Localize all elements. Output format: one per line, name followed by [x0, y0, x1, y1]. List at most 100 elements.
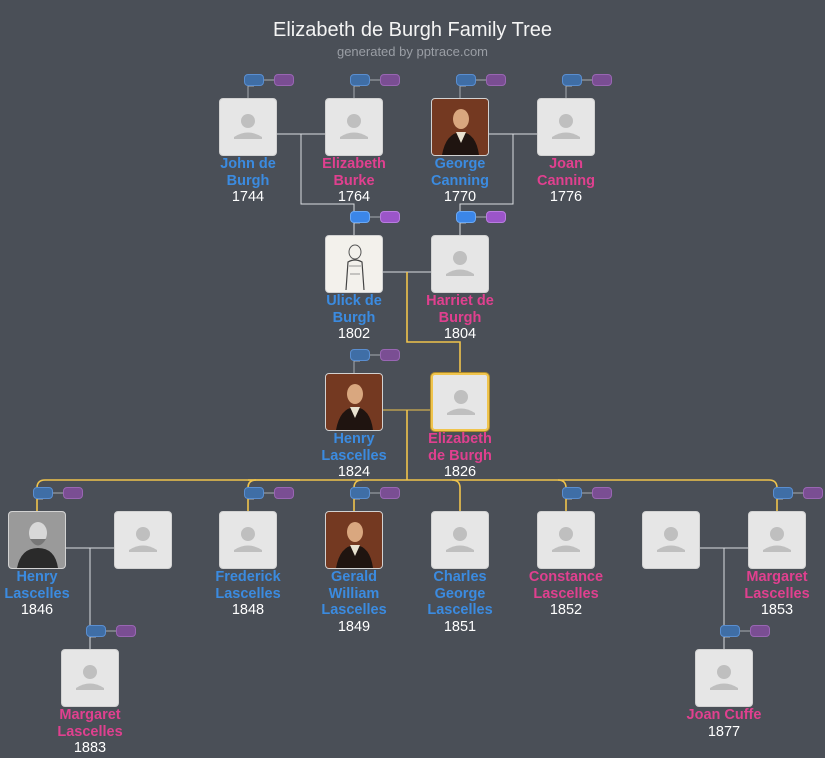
- father-toggle[interactable]: [244, 74, 264, 86]
- person-name[interactable]: John de: [220, 156, 276, 172]
- person-card[interactable]: [748, 511, 806, 569]
- person-name[interactable]: Lascelles: [321, 602, 387, 618]
- toggle-connector: [353, 354, 380, 373]
- birth-year: 1804: [443, 326, 477, 342]
- person-card[interactable]: [695, 649, 753, 707]
- mother-toggle[interactable]: [592, 487, 612, 499]
- person-card[interactable]: [431, 511, 489, 569]
- mother-toggle[interactable]: [592, 74, 612, 86]
- person-card[interactable]: [219, 98, 277, 156]
- father-toggle[interactable]: [350, 74, 370, 86]
- avatar-placeholder-icon: [432, 236, 488, 292]
- lineage-link: [451, 479, 461, 511]
- mother-toggle[interactable]: [380, 349, 400, 361]
- mother-toggle[interactable]: [63, 487, 83, 499]
- father-toggle[interactable]: [350, 211, 370, 223]
- birth-year: 1802: [337, 326, 371, 342]
- person-name[interactable]: Lascelles: [4, 585, 70, 602]
- person-name[interactable]: Constance: [528, 569, 604, 585]
- birth-year: 1764: [337, 189, 371, 205]
- person-name[interactable]: Charles: [433, 569, 487, 585]
- father-toggle[interactable]: [456, 74, 476, 86]
- father-toggle[interactable]: [86, 625, 106, 637]
- person-name[interactable]: Ulick de: [326, 293, 382, 309]
- person-name[interactable]: Lascelles: [744, 585, 810, 602]
- mother-toggle[interactable]: [274, 487, 294, 499]
- person-name[interactable]: Burke: [333, 172, 375, 189]
- person-name[interactable]: Gerald: [331, 569, 377, 585]
- father-toggle[interactable]: [350, 487, 370, 499]
- person-name[interactable]: Margaret: [59, 707, 121, 723]
- person-card[interactable]: [61, 649, 119, 707]
- person-name[interactable]: Elizabeth: [322, 156, 386, 172]
- father-toggle[interactable]: [33, 487, 53, 499]
- mother-toggle[interactable]: [274, 74, 294, 86]
- person-name[interactable]: Harriet de: [426, 293, 494, 309]
- mother-toggle[interactable]: [116, 625, 136, 637]
- avatar-placeholder-icon: [220, 99, 276, 155]
- person-name[interactable]: Lascelles: [533, 585, 599, 602]
- person-name[interactable]: Canning: [537, 172, 595, 189]
- person-name[interactable]: Joan Cuffe: [686, 707, 762, 723]
- avatar-placeholder-icon: [115, 512, 171, 568]
- person-name[interactable]: Lascelles: [427, 602, 493, 618]
- person-card[interactable]: [431, 235, 489, 293]
- person-card[interactable]: [431, 98, 489, 156]
- person-name[interactable]: George: [434, 156, 486, 172]
- mother-toggle[interactable]: [380, 211, 400, 223]
- person-card[interactable]: [219, 511, 277, 569]
- person-name[interactable]: Burgh: [438, 309, 482, 326]
- person-card[interactable]: [114, 511, 172, 569]
- person-name[interactable]: Lascelles: [321, 447, 387, 464]
- avatar-photo: [432, 99, 488, 155]
- person-name[interactable]: Lascelles: [57, 723, 123, 740]
- person-name[interactable]: Henry: [333, 431, 375, 447]
- person-card[interactable]: [325, 235, 383, 293]
- father-toggle[interactable]: [456, 211, 476, 223]
- birth-year: 1826: [443, 464, 477, 480]
- avatar-placeholder-icon: [749, 512, 805, 568]
- father-toggle[interactable]: [773, 487, 793, 499]
- person-card[interactable]: [325, 373, 383, 431]
- person-name[interactable]: Frederick: [215, 569, 281, 585]
- mother-toggle[interactable]: [486, 211, 506, 223]
- avatar-photo: [326, 236, 382, 292]
- father-toggle[interactable]: [562, 74, 582, 86]
- person-card[interactable]: [537, 98, 595, 156]
- person-name[interactable]: George: [434, 585, 486, 602]
- person-name[interactable]: de Burgh: [428, 447, 492, 464]
- person-card[interactable]: [642, 511, 700, 569]
- avatar-placeholder-icon: [326, 99, 382, 155]
- person-name[interactable]: Elizabeth: [428, 431, 492, 447]
- father-toggle[interactable]: [350, 349, 370, 361]
- person-card[interactable]: [325, 98, 383, 156]
- mother-toggle[interactable]: [486, 74, 506, 86]
- mother-toggle[interactable]: [803, 487, 823, 499]
- person-card[interactable]: [325, 511, 383, 569]
- person-name[interactable]: Burgh: [226, 172, 270, 189]
- father-toggle[interactable]: [244, 487, 264, 499]
- person-card[interactable]: [537, 511, 595, 569]
- person-name[interactable]: Joan: [549, 156, 583, 172]
- person-name[interactable]: Margaret: [746, 569, 808, 585]
- birth-year: 1824: [337, 464, 371, 480]
- mother-toggle[interactable]: [380, 487, 400, 499]
- avatar-placeholder-icon: [62, 650, 118, 706]
- person-name[interactable]: Lascelles: [215, 585, 281, 602]
- birth-year: 1877: [707, 723, 741, 740]
- avatar-photo: [9, 512, 65, 568]
- person-name[interactable]: Henry: [16, 569, 58, 585]
- father-toggle[interactable]: [562, 487, 582, 499]
- person-card[interactable]: [431, 373, 489, 431]
- mother-toggle[interactable]: [380, 74, 400, 86]
- mother-toggle[interactable]: [750, 625, 770, 637]
- person-name[interactable]: Burgh: [332, 309, 376, 326]
- birth-year: 1848: [231, 602, 265, 618]
- person-name[interactable]: William: [328, 585, 380, 602]
- birth-year: 1852: [549, 602, 583, 618]
- father-toggle[interactable]: [720, 625, 740, 637]
- person-card[interactable]: [8, 511, 66, 569]
- person-name[interactable]: Canning: [431, 172, 489, 189]
- page-subtitle: generated by pptrace.com: [336, 44, 489, 59]
- avatar-placeholder-icon: [432, 512, 488, 568]
